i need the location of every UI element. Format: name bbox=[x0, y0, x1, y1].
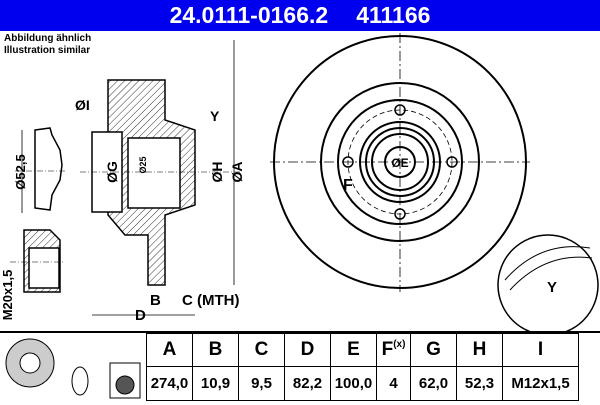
value-I: M12x1,5 bbox=[502, 366, 579, 401]
illustration-note: Abbildung ähnlich Illustration similar bbox=[4, 33, 91, 57]
label-Y: Y bbox=[210, 108, 220, 124]
disc-front-view bbox=[270, 33, 530, 292]
header-E: E bbox=[330, 333, 377, 367]
product-icons bbox=[0, 333, 147, 400]
header-B: B bbox=[192, 333, 239, 367]
value-A: 274,0 bbox=[146, 366, 193, 401]
label-dia-25: Ø25 bbox=[138, 156, 148, 173]
header-D: D bbox=[284, 333, 331, 367]
header-A: A bbox=[146, 333, 193, 367]
detail-y-view bbox=[497, 234, 599, 331]
label-D: D bbox=[135, 307, 146, 324]
spec-table-area: A B C D E F(x) G H I 274,0 10,9 9,5 82,2… bbox=[0, 331, 600, 401]
note-line-de: Abbildung ähnlich bbox=[4, 33, 92, 44]
value-F: 4 bbox=[376, 366, 411, 401]
label-B: B bbox=[150, 292, 161, 309]
label-dia-H: ØH bbox=[209, 162, 225, 183]
value-E: 100,0 bbox=[330, 366, 377, 401]
label-dia-E: ØE bbox=[391, 156, 408, 170]
label-dia-A: ØA bbox=[229, 162, 245, 183]
dust-cap-drawing bbox=[15, 127, 65, 213]
hub-section-drawing bbox=[80, 79, 240, 286]
header-I: I bbox=[502, 333, 579, 367]
label-dia-52-5: Ø52,5 bbox=[13, 154, 28, 189]
value-H: 52,3 bbox=[456, 366, 503, 401]
value-B: 10,9 bbox=[192, 366, 239, 401]
label-F: F bbox=[343, 177, 353, 194]
header-bar: 24.0111-0166.2 411166 bbox=[0, 0, 600, 31]
header-G: G bbox=[410, 333, 457, 367]
value-D: 82,2 bbox=[284, 366, 331, 401]
header-F: F(x) bbox=[376, 333, 411, 367]
ref-number: 411166 bbox=[356, 2, 431, 28]
note-line-en: Illustration similar bbox=[4, 45, 91, 56]
label-dia-G: ØG bbox=[104, 161, 120, 183]
value-C: 9,5 bbox=[238, 366, 285, 401]
spec-table: A B C D E F(x) G H I 274,0 10,9 9,5 82,2… bbox=[146, 333, 579, 401]
nut-drawing bbox=[10, 229, 65, 293]
header-C: C bbox=[238, 333, 285, 367]
disc-icon bbox=[5, 338, 141, 399]
header-H: H bbox=[456, 333, 503, 367]
label-dia-I: ØI bbox=[75, 97, 90, 113]
label-m20x1-5: M20x1,5 bbox=[0, 270, 15, 321]
part-number: 24.0111-0166.2 bbox=[169, 2, 329, 28]
label-detail-Y: Y bbox=[547, 279, 557, 296]
label-C-MTH: C (MTH) bbox=[182, 292, 239, 309]
value-G: 62,0 bbox=[410, 366, 457, 401]
technical-drawing: Ø52,5 M20x1,5 ØI ØG Ø25 ØH ØA Y B C (MTH… bbox=[0, 33, 599, 331]
